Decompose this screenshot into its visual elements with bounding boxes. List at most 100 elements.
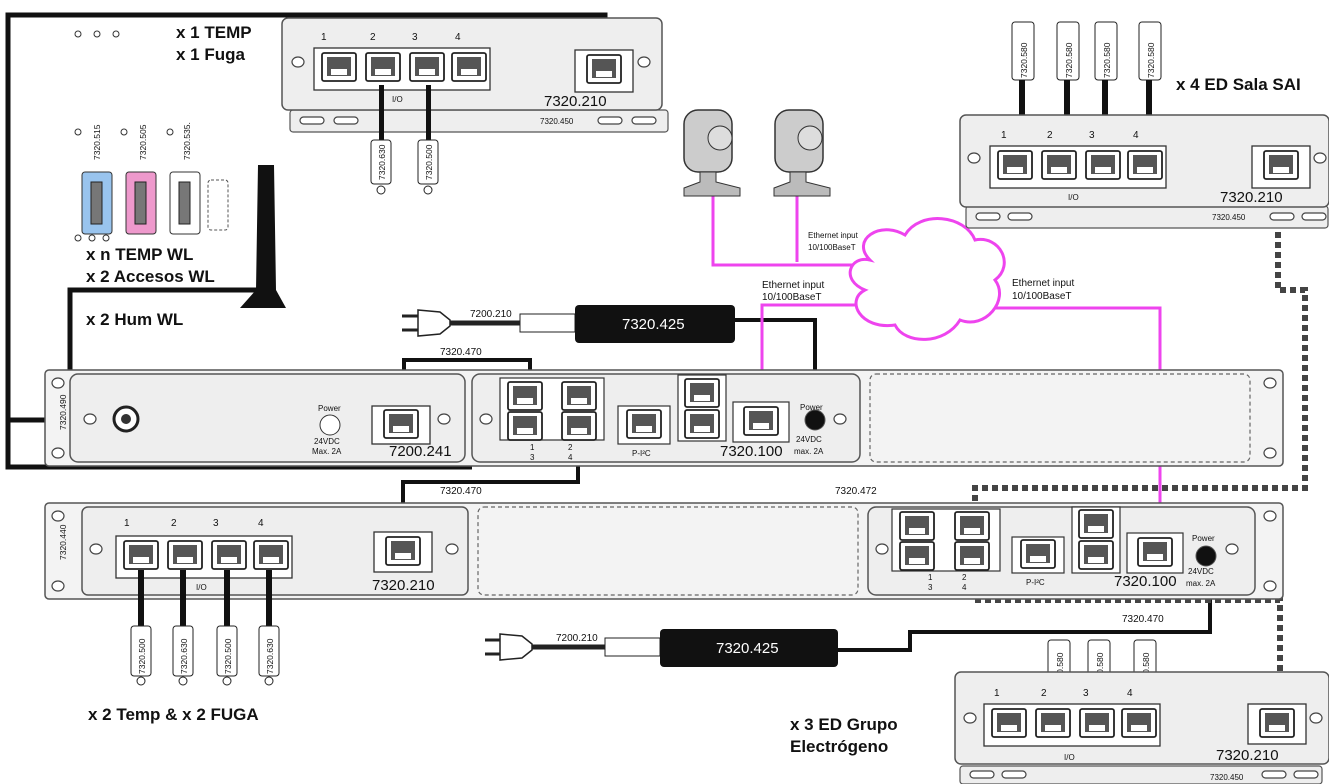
svg-text:7320.490: 7320.490 <box>58 394 68 430</box>
svg-text:24VDC: 24VDC <box>796 435 822 444</box>
svg-text:I/O: I/O <box>1064 753 1075 762</box>
svg-text:7320.210: 7320.210 <box>372 577 435 594</box>
label-temp-fuga: x 2 Temp & x 2 FUGA <box>88 705 259 724</box>
svg-text:10/100BaseT: 10/100BaseT <box>808 243 856 252</box>
svg-text:3: 3 <box>412 32 418 43</box>
svg-text:3: 3 <box>1089 130 1095 141</box>
svg-text:Ethernet input: Ethernet input <box>762 280 824 291</box>
svg-text:1: 1 <box>928 573 933 582</box>
svg-text:4: 4 <box>568 453 573 462</box>
svg-text:7320.500: 7320.500 <box>424 144 434 180</box>
svg-text:2: 2 <box>171 518 177 529</box>
svg-text:7320.580: 7320.580 <box>1141 652 1151 688</box>
psu-bottom: 7320.425 7200.210 <box>485 629 838 667</box>
svg-text:24VDC: 24VDC <box>1188 567 1214 576</box>
sensor-fuga-top: 7320.630 <box>370 139 392 195</box>
label-accesos-wl: x 2 Accesos WL <box>86 267 215 286</box>
cloud <box>848 217 1006 341</box>
svg-text:7320.210: 7320.210 <box>1220 189 1283 206</box>
svg-text:7320.440: 7320.440 <box>58 524 68 560</box>
svg-text:4: 4 <box>258 518 264 529</box>
svg-text:7320.210: 7320.210 <box>544 93 607 110</box>
svg-text:4: 4 <box>455 32 461 43</box>
svg-text:7200.210: 7200.210 <box>556 633 598 644</box>
chassis-b: 7320.440 1 2 3 4 I/O 7320.210 1 2 3 4 P-… <box>44 502 1284 600</box>
svg-text:7320.580: 7320.580 <box>1146 42 1156 78</box>
svg-text:max. 2A: max. 2A <box>794 447 824 456</box>
wireless-sensors: 7320.515 7320.505 7320.535. <box>74 122 229 242</box>
svg-text:3: 3 <box>1083 688 1089 699</box>
svg-text:2: 2 <box>1041 688 1047 699</box>
svg-text:7320.580: 7320.580 <box>1064 42 1074 78</box>
svg-text:Power: Power <box>800 403 823 412</box>
svg-text:7320.450: 7320.450 <box>1210 773 1244 782</box>
psu-top: 7320.425 7200.210 <box>402 305 735 343</box>
svg-text:2: 2 <box>568 443 573 452</box>
svg-text:P-I²C: P-I²C <box>1026 578 1045 587</box>
io-module-grupo: 1 2 3 4 I/O 7320.210 7320.450 <box>954 671 1329 784</box>
svg-text:3: 3 <box>530 453 535 462</box>
svg-text:1: 1 <box>321 32 327 43</box>
svg-text:7320.580: 7320.580 <box>1055 652 1065 688</box>
svg-text:7320.450: 7320.450 <box>540 117 574 126</box>
svg-text:7320.535.: 7320.535. <box>182 122 192 160</box>
svg-text:7320.100: 7320.100 <box>720 443 783 460</box>
camera-icon <box>683 109 741 197</box>
cable-loop-bottom <box>5 420 472 470</box>
svg-text:1: 1 <box>1001 130 1007 141</box>
svg-text:max. 2A: max. 2A <box>1186 579 1216 588</box>
io-module-top: 7320.450 1 2 3 4 I/O 7320.210 <box>281 17 669 133</box>
svg-text:7320.425: 7320.425 <box>622 316 685 333</box>
svg-text:1: 1 <box>124 518 130 529</box>
svg-text:7320.630: 7320.630 <box>265 638 275 674</box>
svg-text:7320.210: 7320.210 <box>1216 747 1279 764</box>
svg-text:10/100BaseT: 10/100BaseT <box>762 292 822 303</box>
label-grupo-1: x 3 ED Grupo <box>790 715 898 734</box>
camera-icon <box>773 109 831 197</box>
three-dots <box>74 30 120 38</box>
svg-text:7320.470: 7320.470 <box>440 347 482 358</box>
svg-text:Power: Power <box>318 404 341 413</box>
svg-text:7320.580: 7320.580 <box>1019 42 1029 78</box>
svg-text:7320.630: 7320.630 <box>179 638 189 674</box>
chassis-a: 7320.490 Power 24VDC Max. 2A 7200.241 1 … <box>44 369 1284 467</box>
svg-text:4: 4 <box>1127 688 1133 699</box>
psu-cable-bottom <box>838 565 1212 652</box>
svg-text:10/100BaseT: 10/100BaseT <box>1012 291 1072 302</box>
svg-text:3: 3 <box>928 583 933 592</box>
svg-text:24VDC: 24VDC <box>314 437 340 446</box>
svg-text:7320.580: 7320.580 <box>1095 652 1105 688</box>
svg-text:7320.472: 7320.472 <box>835 486 877 497</box>
label-sala-sai: x 4 ED Sala SAI <box>1176 75 1301 94</box>
svg-text:7200.241: 7200.241 <box>389 443 452 460</box>
svg-text:1: 1 <box>530 443 535 452</box>
svg-text:7320.450: 7320.450 <box>1212 213 1246 222</box>
dotted-link-1 <box>972 222 1308 512</box>
label-temp1: x 1 TEMP <box>176 23 252 42</box>
svg-text:7200.210: 7200.210 <box>470 309 512 320</box>
label-hum-wl: x 2 Hum WL <box>86 310 183 329</box>
sensor-temp-top: 7320.500 <box>417 139 439 195</box>
svg-text:2: 2 <box>370 32 376 43</box>
svg-text:7320.580: 7320.580 <box>1102 42 1112 78</box>
svg-text:Ethernet input: Ethernet input <box>808 231 859 240</box>
svg-text:7320.630: 7320.630 <box>377 144 387 180</box>
sensor-row-bottom: 7320.500 7320.630 7320.500 7320.630 <box>130 625 280 686</box>
svg-text:2: 2 <box>962 573 967 582</box>
svg-text:7320.505: 7320.505 <box>138 124 148 160</box>
svg-text:4: 4 <box>1133 130 1139 141</box>
svg-text:Power: Power <box>1192 534 1215 543</box>
svg-text:I/O: I/O <box>196 583 207 592</box>
svg-text:3: 3 <box>213 518 219 529</box>
svg-text:I/O: I/O <box>392 95 403 104</box>
svg-text:7320.500: 7320.500 <box>223 638 233 674</box>
svg-text:7320.470: 7320.470 <box>1122 614 1164 625</box>
svg-text:7320.500: 7320.500 <box>137 638 147 674</box>
label-temp-wl: x n TEMP WL <box>86 245 193 264</box>
svg-text:7320.425: 7320.425 <box>716 640 779 657</box>
label-fuga1: x 1 Fuga <box>176 45 246 64</box>
svg-text:7320.470: 7320.470 <box>440 486 482 497</box>
label-grupo-2: Electrógeno <box>790 737 888 756</box>
svg-text:4: 4 <box>962 583 967 592</box>
